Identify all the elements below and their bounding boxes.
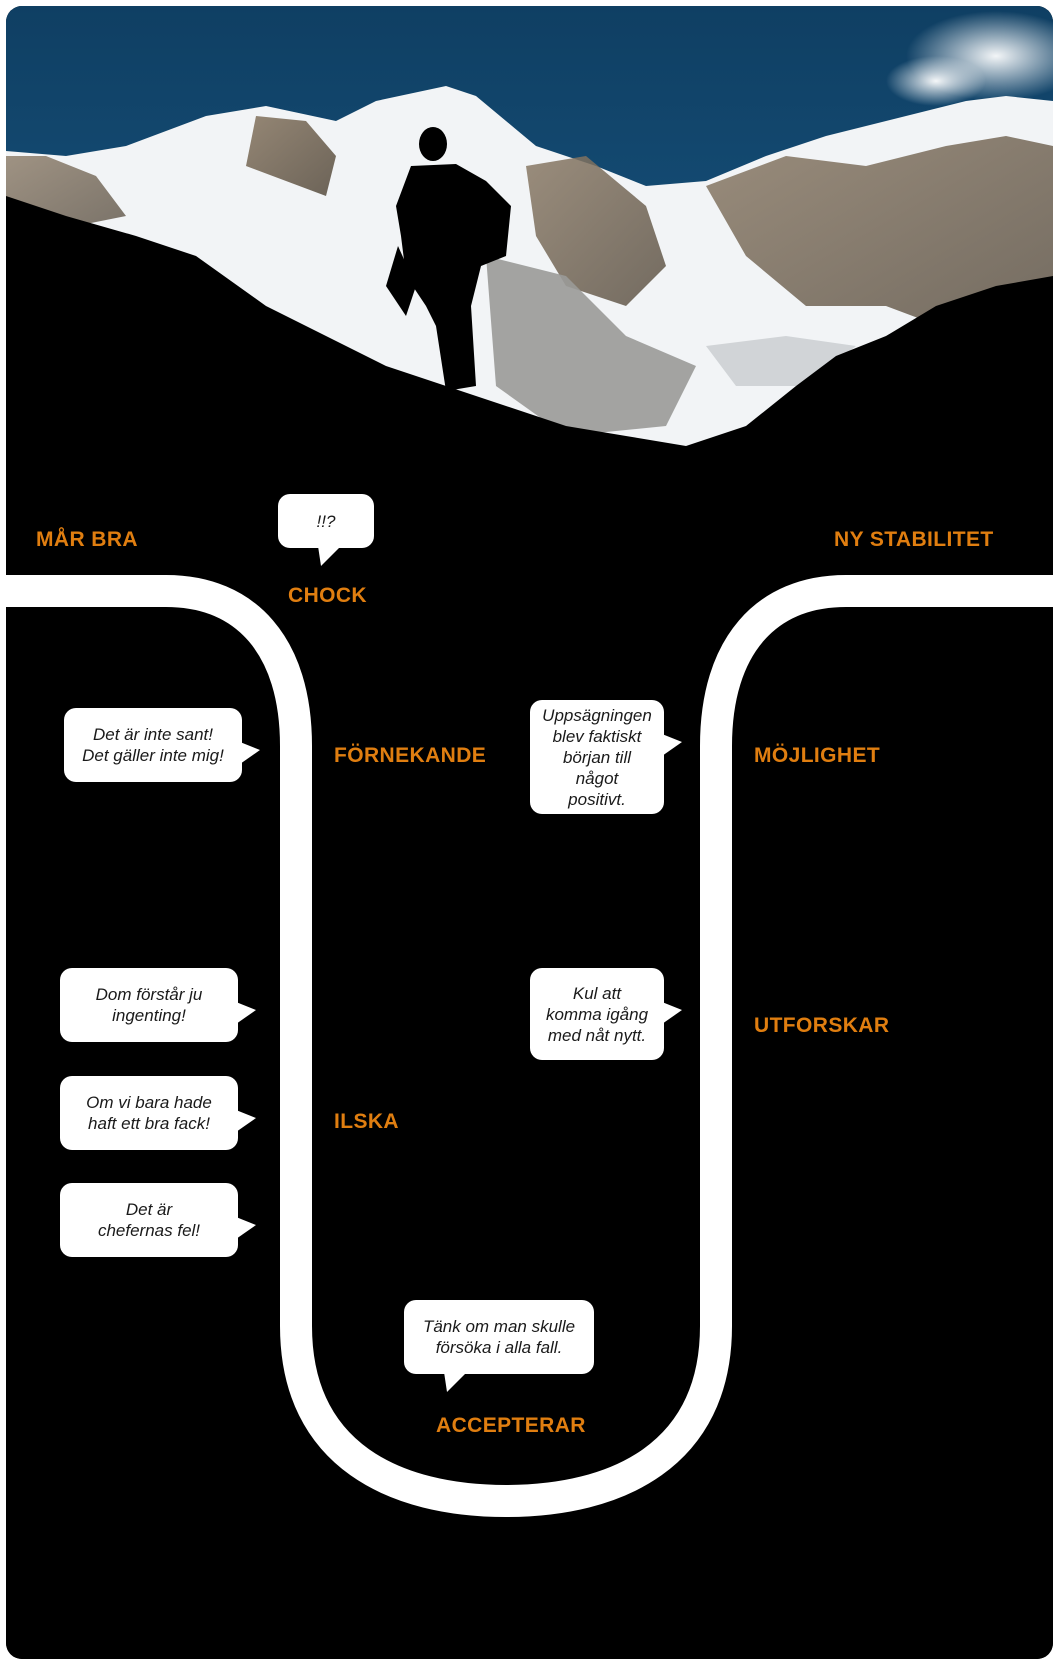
mountain-scene [6,6,1053,1659]
bubble-utforskar: Kul att komma igång med nåt nytt. [530,968,682,1060]
stage-accepterar: ACCEPTERAR [436,1414,586,1437]
change-curve-poster: MÅR BRA CHOCK FÖRNEKANDE ILSKA ACCEPTERA… [6,6,1053,1659]
stage-chock: CHOCK [288,584,367,607]
hiker-silhouette [386,127,511,391]
change-curve-path [6,575,1053,1518]
stage-mar-bra: MÅR BRA [36,528,138,551]
stage-utforskar: UTFORSKAR [754,1014,890,1037]
bubble-chock: !!? [278,494,374,566]
bubble-accepterar: Tänk om man skulle försöka i alla fall. [404,1300,594,1392]
stage-fornekande: FÖRNEKANDE [334,744,487,767]
bubble-ilska-1: Dom förstår ju ingenting! [60,968,256,1042]
bubble-ilska-2: Om vi bara hade haft ett bra fack! [60,1076,256,1150]
stage-ilska: ILSKA [334,1110,399,1133]
rock-face [246,116,336,196]
foreground-silhouette [6,196,1053,1659]
stage-ny-stabilitet: NY STABILITET [834,528,994,551]
bubble-mojlighet: Uppsägningen blev faktiskt början till n… [530,700,682,814]
stage-mojlighet: MÖJLIGHET [754,744,881,767]
bubble-fornekande: Det är inte sant! Det gäller inte mig! [64,708,260,782]
bubble-ilska-3: Det är chefernas fel! [60,1183,256,1257]
